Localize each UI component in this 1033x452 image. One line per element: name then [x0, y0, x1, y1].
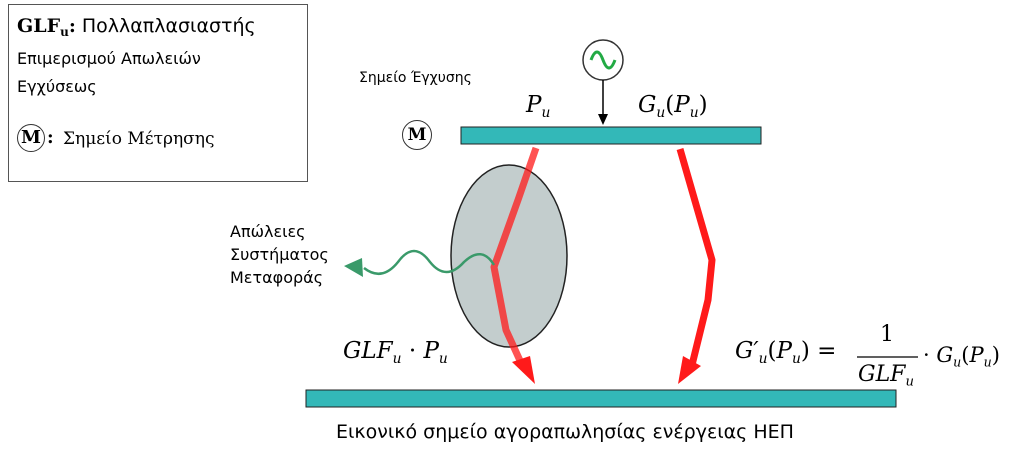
glf-colon: :	[68, 15, 76, 37]
losses-label-line3: Μεταφοράς	[230, 268, 324, 287]
glf-desc-line1: Πολλαπλασιαστής	[81, 15, 256, 37]
g-arg-sub: u	[689, 104, 699, 121]
generation-label: Gu(Pu)	[638, 92, 708, 121]
glf-term: GLF	[343, 338, 393, 364]
g-arg-p: P	[674, 92, 690, 118]
mult-open: (	[961, 343, 970, 367]
glf-subscript: u	[60, 25, 69, 39]
denominator-glf: GLF	[858, 362, 906, 387]
gprime-arg-p: P	[776, 338, 792, 364]
adjusted-generation-label: G′u(Pu) =	[735, 338, 836, 367]
market-bus	[305, 389, 897, 408]
dot-operator: ·	[408, 338, 417, 364]
direct-power-arrow	[676, 148, 716, 366]
fraction-numerator: 1	[880, 322, 894, 347]
mult-dot: ·	[923, 343, 930, 367]
generator-wave	[589, 50, 617, 70]
mult-p-sub: u	[983, 354, 992, 370]
mult-close: )	[991, 343, 1000, 367]
loss-wave-arrow	[363, 249, 496, 275]
gprime-close: )	[800, 338, 810, 364]
glf-symbol: GLF	[17, 15, 61, 37]
g-symbol: G	[638, 92, 657, 118]
legend-meter-icon: M	[17, 124, 45, 152]
injection-point-label: Σημείο Έγχυσης	[359, 70, 472, 86]
gprime-symbol: G′	[735, 338, 759, 364]
gprime-sub: u	[758, 350, 768, 367]
glf-desc-line3: Εγχύσεως	[17, 77, 97, 96]
p-symbol: P	[526, 92, 542, 118]
gprime-arg-sub: u	[791, 350, 801, 367]
glf-term-sub: u	[392, 350, 402, 367]
losses-label-line2: Συστήματος	[230, 245, 329, 264]
legend-box: GLFu: Πολλαπλασιαστής Επιμερισμού Απωλει…	[8, 4, 308, 182]
meter-icon: M	[402, 120, 432, 150]
equals-sign: =	[817, 338, 837, 364]
g-close: )	[698, 92, 708, 118]
glf-desc-line2: Επιμερισμού Απωλειών	[17, 49, 201, 68]
p-term-sub: u	[438, 350, 448, 367]
legend-meter-desc: Σημείο Μέτρησης	[63, 129, 215, 149]
losses-region	[450, 164, 568, 348]
fraction-multiplier: · Gu(Pu)	[923, 343, 1000, 369]
losses-label-line1: Απώλειες	[230, 222, 306, 241]
fraction-denominator: GLFu	[858, 362, 914, 390]
injection-power-label: Pu	[526, 92, 550, 121]
g-subscript: u	[656, 104, 666, 121]
p-subscript: u	[541, 104, 551, 121]
injection-bus	[460, 126, 762, 145]
mult-g-sub: u	[953, 354, 962, 370]
g-open: (	[665, 92, 675, 118]
mult-p: P	[969, 343, 984, 367]
glf-legend-line: GLFu: Πολλαπλασιαστής	[17, 15, 256, 39]
denominator-sub: u	[905, 374, 914, 390]
injection-power-arrow	[490, 146, 540, 367]
delivered-power-label: GLFu · Pu	[343, 338, 448, 367]
market-point-label: Εικονικό σημείο αγοραπωλησίας ενέργειας …	[336, 421, 794, 443]
legend-meter-colon: :	[47, 127, 54, 148]
mult-g: G	[936, 343, 954, 367]
p-term: P	[423, 338, 439, 364]
gprime-open: (	[767, 338, 777, 364]
